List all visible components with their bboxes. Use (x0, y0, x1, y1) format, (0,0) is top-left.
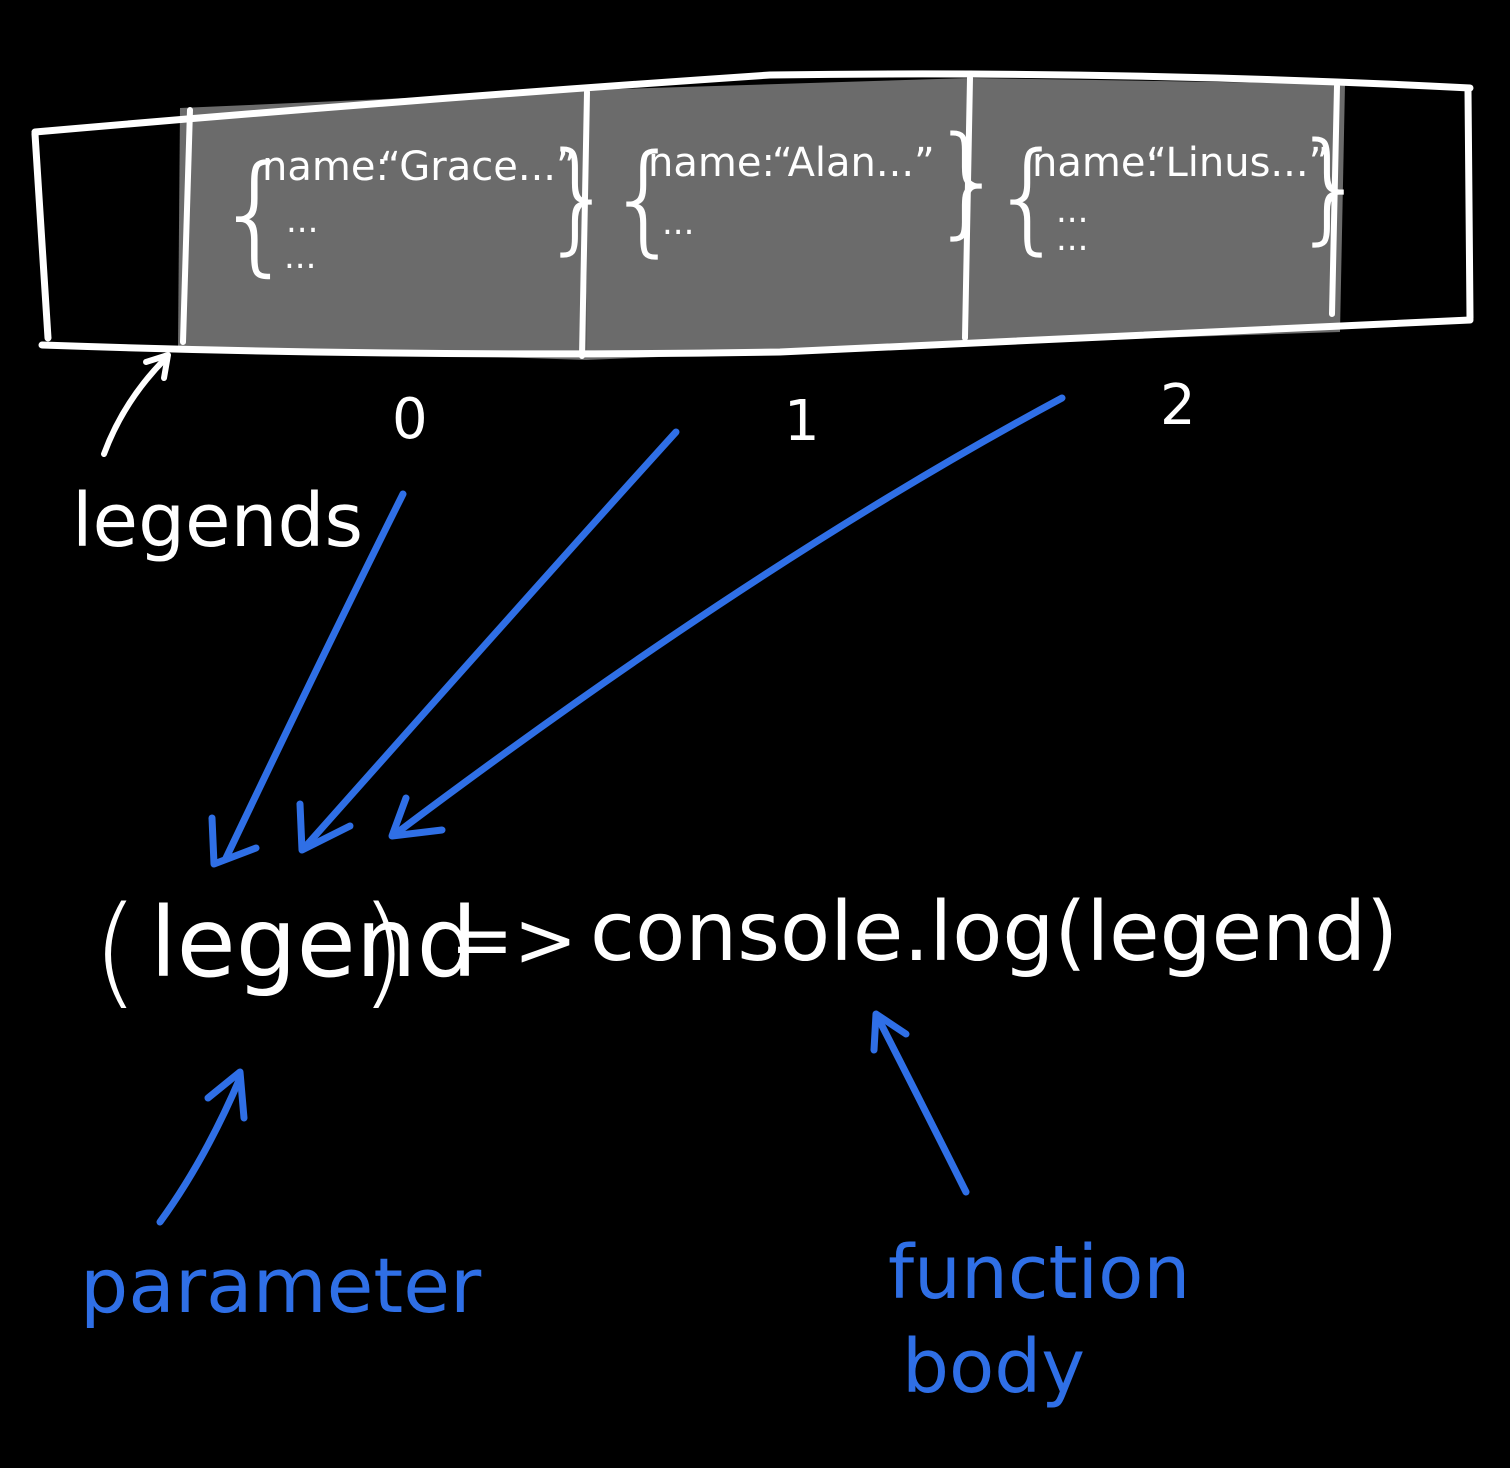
code-open-paren: ( (92, 882, 139, 1021)
cell-0-key: name: (262, 144, 389, 190)
arrow-from-index-0 (222, 490, 407, 862)
index-label-2: 2 (1160, 373, 1196, 438)
code-body: console.log(legend) (590, 885, 1398, 980)
legends-arrow-head (143, 352, 171, 381)
array-outline-right (1464, 86, 1474, 322)
arrow-from-index-1 (302, 428, 680, 850)
function-body-arrow-head (870, 1010, 910, 1054)
function-body-label-line2: body (902, 1324, 1085, 1410)
cell-1-key: name: (648, 140, 775, 186)
divider-3 (962, 75, 973, 341)
cell-0-close-brace: } (540, 128, 616, 267)
array-outline-top (31, 70, 1474, 136)
parameter-arrow-head (204, 1068, 248, 1122)
index-label-1: 1 (784, 389, 820, 454)
cell-fill-0 (178, 90, 588, 360)
cell-2-key: name: (1032, 140, 1159, 186)
cell-2-close-brace: } (1292, 118, 1368, 257)
array-label: legends (72, 478, 363, 564)
arrow-head-2 (388, 794, 446, 840)
index-label-0: 0 (392, 387, 428, 452)
code-close-paren: ) (360, 882, 407, 1021)
cell-2-more-2: ... (1056, 219, 1088, 259)
divider-1 (180, 107, 193, 345)
cell-2-more-1: ... (1056, 191, 1088, 231)
code-arrow: => (450, 895, 577, 984)
cell-1-value: “Alan...” (772, 140, 935, 186)
cell-2-value: “Linus...” (1146, 140, 1329, 186)
divider-2 (579, 89, 590, 359)
cell-1-close-brace: } (930, 112, 1006, 251)
function-body-arrow (874, 1014, 970, 1196)
cell-0-value: “Grace...” (380, 144, 577, 190)
cell-2-open-brace: { (990, 128, 1066, 267)
arrow-head-0 (208, 814, 260, 868)
cell-0-more-2: ... (284, 237, 316, 277)
parameter-arrow (156, 1074, 244, 1226)
arrow-from-index-2 (394, 394, 1066, 836)
divider-4 (1329, 83, 1340, 317)
code-parameter: legend (150, 887, 478, 999)
cell-fill-1 (586, 78, 970, 360)
parameter-label: parameter (80, 1241, 482, 1330)
array-outline-left (31, 130, 52, 342)
legends-arrow (101, 355, 169, 457)
arrow-head-1 (296, 800, 354, 854)
cell-1-more-1: ... (662, 203, 694, 243)
cell-1-open-brace: { (606, 130, 682, 269)
array-outline-bottom (38, 316, 1474, 358)
cell-0-more-1: ... (286, 201, 318, 241)
cell-0-open-brace: { (214, 137, 297, 289)
cell-fill-2 (968, 78, 1345, 344)
function-body-label-line1: function (888, 1230, 1190, 1316)
